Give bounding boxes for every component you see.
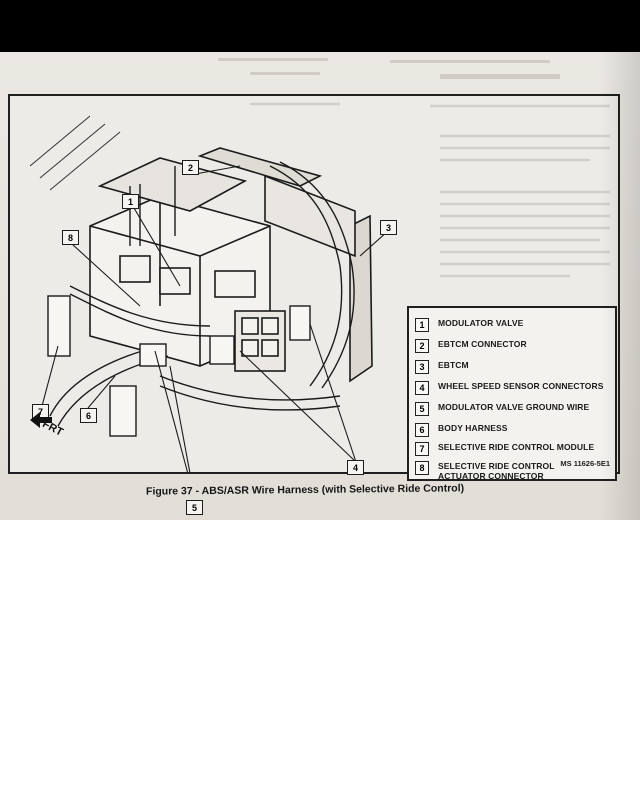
legend-label: EBTCM bbox=[438, 360, 469, 370]
legend-label: MODULATOR VALVE GROUND WIRE bbox=[438, 402, 590, 412]
figure-frame: 1 2 3 4 5 6 7 8 FRT 1 MODULATOR VALVE 2 … bbox=[8, 94, 620, 515]
callout-2: 2 bbox=[182, 160, 199, 175]
legend-number: 5 bbox=[415, 402, 429, 416]
legend-number: 7 bbox=[415, 442, 429, 456]
legend-label: SELECTIVE RIDE CONTROL ACTUATOR CONNECTO… bbox=[438, 461, 555, 481]
legend-item: 1 MODULATOR VALVE bbox=[415, 318, 523, 332]
front-arrow-icon bbox=[30, 412, 52, 428]
legend-number: 8 bbox=[415, 461, 429, 475]
legend-label: EBTCM CONNECTOR bbox=[438, 339, 527, 349]
legend-number: 3 bbox=[415, 360, 429, 374]
wire-harness-illustration bbox=[29, 102, 610, 472]
legend-number: 1 bbox=[415, 318, 429, 332]
legend-item: 7 SELECTIVE RIDE CONTROL MODULE bbox=[415, 442, 594, 456]
callout-8: 8 bbox=[62, 230, 79, 245]
callout-4-a: 4 bbox=[347, 460, 364, 475]
callout-5: 5 bbox=[186, 500, 203, 515]
legend-label: MODULATOR VALVE bbox=[438, 318, 524, 328]
callout-6: 6 bbox=[80, 408, 97, 423]
legend-item: 4 WHEEL SPEED SENSOR CONNECTORS bbox=[415, 381, 604, 395]
ms-code: MS 11626-5E1 bbox=[560, 459, 610, 468]
manual-page-photo: 1 2 3 4 5 6 7 8 FRT 1 MODULATOR VALVE 2 … bbox=[0, 52, 640, 520]
legend-item: 2 EBTCM CONNECTOR bbox=[415, 339, 527, 353]
background-page-text bbox=[0, 52, 640, 520]
legend-box: 1 MODULATOR VALVE 2 EBTCM CONNECTOR 3 EB… bbox=[407, 306, 617, 481]
legend-label: WHEEL SPEED SENSOR CONNECTORS bbox=[438, 381, 604, 391]
page-edge-shadow bbox=[600, 52, 640, 520]
legend-item: 5 MODULATOR VALVE GROUND WIRE bbox=[415, 402, 589, 416]
legend-label: SELECTIVE RIDE CONTROL MODULE bbox=[438, 442, 595, 452]
legend-item: 3 EBTCM bbox=[415, 360, 469, 374]
legend-number: 6 bbox=[415, 423, 429, 437]
legend-number: 4 bbox=[415, 381, 429, 395]
callout-3: 3 bbox=[380, 220, 397, 235]
top-black-band bbox=[0, 0, 640, 52]
legend-label: BODY HARNESS bbox=[438, 423, 508, 433]
legend-item: 8 SELECTIVE RIDE CONTROL ACTUATOR CONNEC… bbox=[415, 461, 555, 481]
legend-number: 2 bbox=[415, 339, 429, 353]
legend-item: 6 BODY HARNESS bbox=[415, 423, 508, 437]
callout-1: 1 bbox=[122, 194, 139, 209]
